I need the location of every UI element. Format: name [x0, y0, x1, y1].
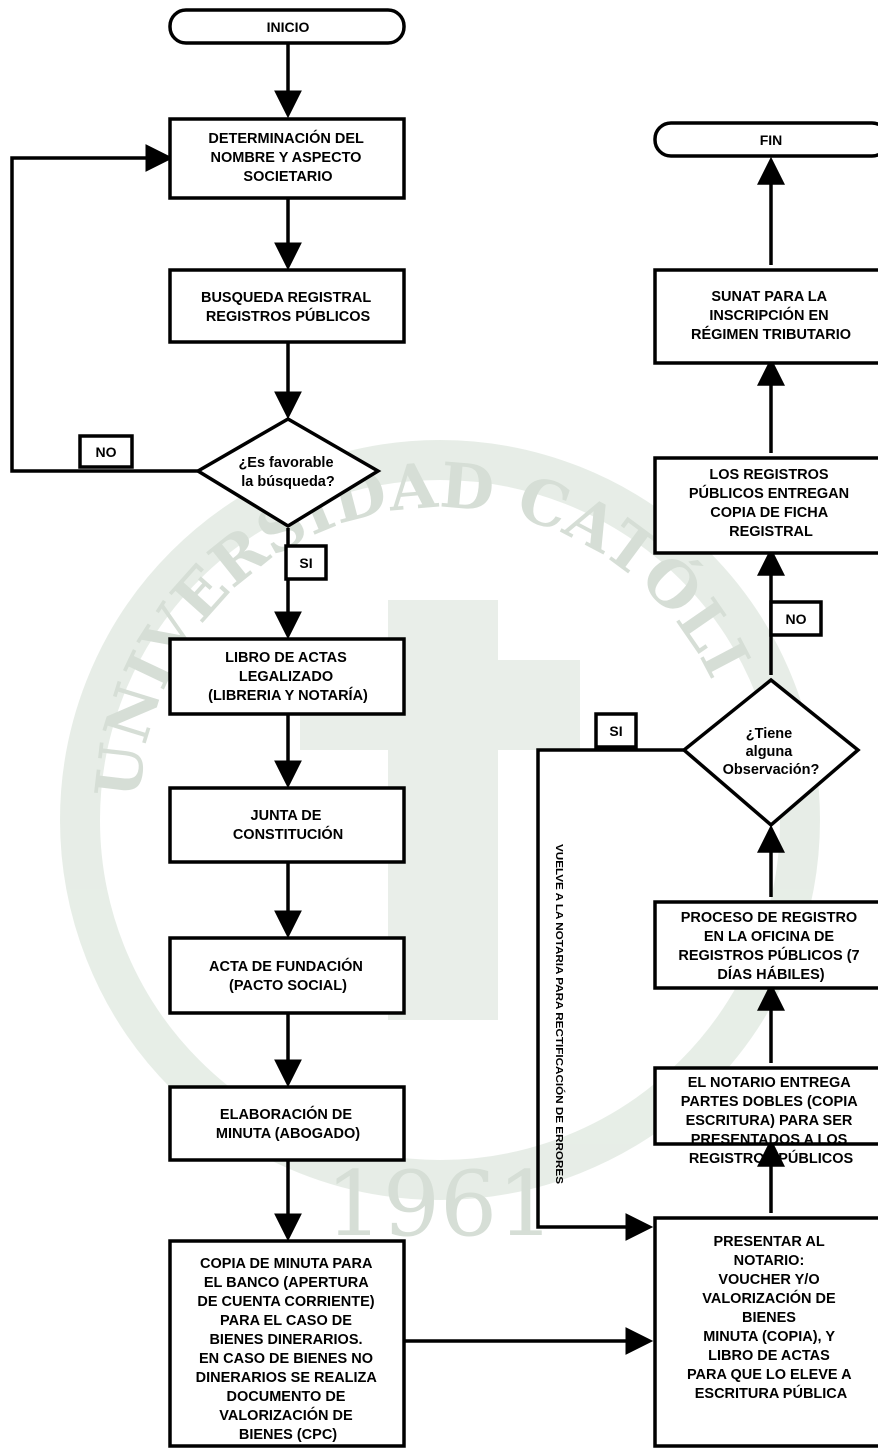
- svg-text:DETERMINACIÓN DEL NOMBRE: DETERMINACIÓN DEL NOMBRE Y ASPECTO SOCIE…: [208, 129, 367, 185]
- svg-text:LOS REGISTROS PÚBLICOS E: LOS REGISTROS PÚBLICOS ENTREGAN COPIA DE…: [689, 467, 853, 540]
- side-note-rectificacion: VUELVE A LA NOTARIA PARA RECTIFICACIÓN D…: [553, 844, 566, 1184]
- svg-text:PROCESO DE REGISTRO EN L: PROCESO DE REGISTRO EN LA OFICINA DE REG…: [678, 910, 863, 983]
- svg-text:BUSQUEDA REGISTRAL REGIS: BUSQUEDA REGISTRAL REGISTROS PÚBLICOS: [201, 290, 375, 325]
- svg-text:NO: NO: [96, 444, 117, 460]
- label-si-2: SI: [594, 712, 638, 749]
- svg-text:COPIA DE MINUTA PARA EL: COPIA DE MINUTA PARA EL BANCO (APERTURA …: [196, 1256, 381, 1443]
- node-sunat: SUNAT PARA LA INSCRIPCIÓN EN RÉGIMEN TRI…: [653, 268, 878, 365]
- svg-text:¿Tiene alguna Obse: ¿Tiene alguna Observación?: [723, 726, 820, 778]
- svg-text:PRESENTAR AL NOTARIO:: PRESENTAR AL NOTARIO: VOUCHER Y/O VALORI…: [687, 1234, 855, 1402]
- node-acta: ACTA DE FUNDACIÓN (PACTO SOCIAL): [168, 936, 406, 1015]
- node-copia: COPIA DE MINUTA PARA EL BANCO (APERTURA …: [168, 1239, 406, 1448]
- arrow-no-loop: [10, 144, 198, 473]
- node-registros: LOS REGISTROS PÚBLICOS ENTREGAN COPIA DE…: [653, 456, 878, 555]
- svg-text:SI: SI: [299, 555, 312, 571]
- svg-text:SUNAT PARA LA INSCRIPCIÓ: SUNAT PARA LA INSCRIPCIÓN EN RÉGIMEN TRI…: [691, 289, 851, 343]
- svg-text:LIBRO DE ACTAS LEGALIZAD: LIBRO DE ACTAS LEGALIZADO (LIBRERIA Y NO…: [208, 650, 368, 704]
- node-junta: JUNTA DE CONSTITUCIÓN: [168, 786, 406, 864]
- svg-text:INICIO: INICIO: [267, 19, 310, 35]
- label-no-1: NO: [78, 434, 134, 469]
- node-elaboracion: ELABORACIÓN DE MINUTA (ABOGADO): [168, 1085, 406, 1162]
- node-inicio: INICIO: [168, 8, 406, 45]
- node-determinacion: DETERMINACIÓN DEL NOMBRE Y ASPECTO SOCIE…: [168, 117, 406, 200]
- svg-text:¿Es favorable la búsqued: ¿Es favorable la búsqueda?: [238, 455, 337, 490]
- label-si-1: SI: [284, 544, 328, 581]
- svg-text:JUNTA DE CONSTITUCIÓN: JUNTA DE CONSTITUCIÓN: [233, 808, 343, 843]
- node-decision-observacion: ¿Tiene alguna Observación?: [681, 677, 861, 828]
- svg-text:SI: SI: [609, 723, 622, 739]
- svg-text:FIN: FIN: [760, 132, 783, 148]
- svg-text:EL NOTARIO ENTREGA PARTE: EL NOTARIO ENTREGA PARTES DOBLES (COPIA …: [681, 1075, 861, 1167]
- node-busqueda: BUSQUEDA REGISTRAL REGISTROS PÚBLICOS: [168, 268, 406, 344]
- node-notario: EL NOTARIO ENTREGA PARTES DOBLES (COPIA …: [653, 1066, 878, 1167]
- node-fin: FIN: [653, 121, 878, 158]
- svg-text:NO: NO: [786, 611, 807, 627]
- node-libro: LIBRO DE ACTAS LEGALIZADO (LIBRERIA Y NO…: [168, 637, 406, 716]
- node-presentar: PRESENTAR AL NOTARIO: VOUCHER Y/O VALORI…: [653, 1216, 878, 1448]
- node-proceso: PROCESO DE REGISTRO EN LA OFICINA DE REG…: [653, 900, 878, 990]
- label-no-2: NO: [769, 600, 823, 637]
- svg-text:ACTA DE FUNDACIÓN (PACTO: ACTA DE FUNDACIÓN (PACTO SOCIAL): [209, 957, 367, 994]
- arrow-si-loop: [536, 748, 684, 1241]
- node-decision-busqueda: ¿Es favorable la búsqueda?: [194, 416, 382, 529]
- svg-text:ELABORACIÓN DE MINUTA (A: ELABORACIÓN DE MINUTA (ABOGADO): [216, 1105, 360, 1142]
